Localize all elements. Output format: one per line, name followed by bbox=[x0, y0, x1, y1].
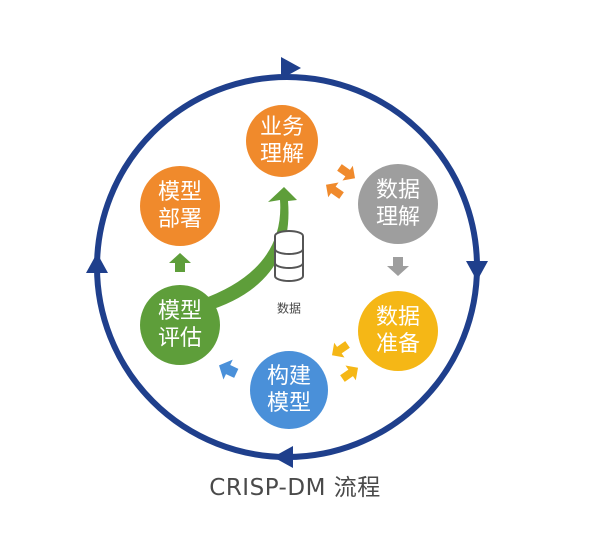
node-deployment: 模型 部署 bbox=[140, 166, 220, 246]
node-data-preparation-line2: 准备 bbox=[376, 332, 420, 357]
node-deployment-circle bbox=[140, 166, 220, 246]
node-modeling-circle bbox=[250, 351, 328, 429]
ring-arrow-top bbox=[281, 57, 301, 79]
database-icon bbox=[274, 230, 304, 282]
node-deployment-line1: 模型 bbox=[158, 180, 202, 205]
ring-arrow-left bbox=[86, 253, 108, 273]
node-business-understanding-circle bbox=[246, 105, 318, 177]
node-data-understanding-line2: 理解 bbox=[376, 205, 420, 230]
node-business-understanding-line1: 业务 bbox=[260, 115, 304, 140]
ring-arrow-right bbox=[466, 261, 488, 281]
arrow-evaluation-to-deployment bbox=[169, 253, 191, 272]
node-evaluation-line2: 评估 bbox=[158, 326, 202, 351]
node-business-understanding-line2: 理解 bbox=[260, 142, 304, 167]
node-data-understanding-circle bbox=[358, 164, 438, 244]
node-business-understanding: 业务 理解 bbox=[246, 105, 318, 177]
node-modeling: 构建 模型 bbox=[250, 351, 328, 429]
node-data-understanding-line1: 数据 bbox=[376, 178, 420, 203]
arrow-data-understanding-to-preparation bbox=[387, 257, 409, 276]
node-data-preparation-line1: 数据 bbox=[376, 305, 420, 330]
arrow-data-understanding-to-business bbox=[325, 182, 344, 199]
node-data-preparation: 数据 准备 bbox=[358, 291, 438, 371]
ring-arrow-bottom bbox=[273, 446, 293, 468]
node-evaluation-circle bbox=[140, 285, 220, 365]
arrow-preparation-to-modeling bbox=[331, 341, 350, 358]
node-data-preparation-circle bbox=[358, 291, 438, 371]
node-evaluation-line1: 模型 bbox=[158, 299, 202, 324]
center-data-label: 数据 bbox=[277, 301, 301, 316]
arrow-modeling-to-preparation bbox=[340, 365, 359, 382]
node-deployment-line2: 部署 bbox=[158, 207, 202, 232]
arrow-modeling-to-evaluation bbox=[219, 359, 239, 380]
arrow-business-to-data-understanding bbox=[337, 164, 356, 181]
node-modeling-line1: 构建 bbox=[267, 364, 311, 389]
node-modeling-line2: 模型 bbox=[267, 391, 311, 416]
diagram-caption: CRISP-DM 流程 bbox=[209, 475, 381, 501]
node-data-understanding: 数据 理解 bbox=[358, 164, 438, 244]
node-evaluation: 模型 评估 bbox=[140, 285, 220, 365]
